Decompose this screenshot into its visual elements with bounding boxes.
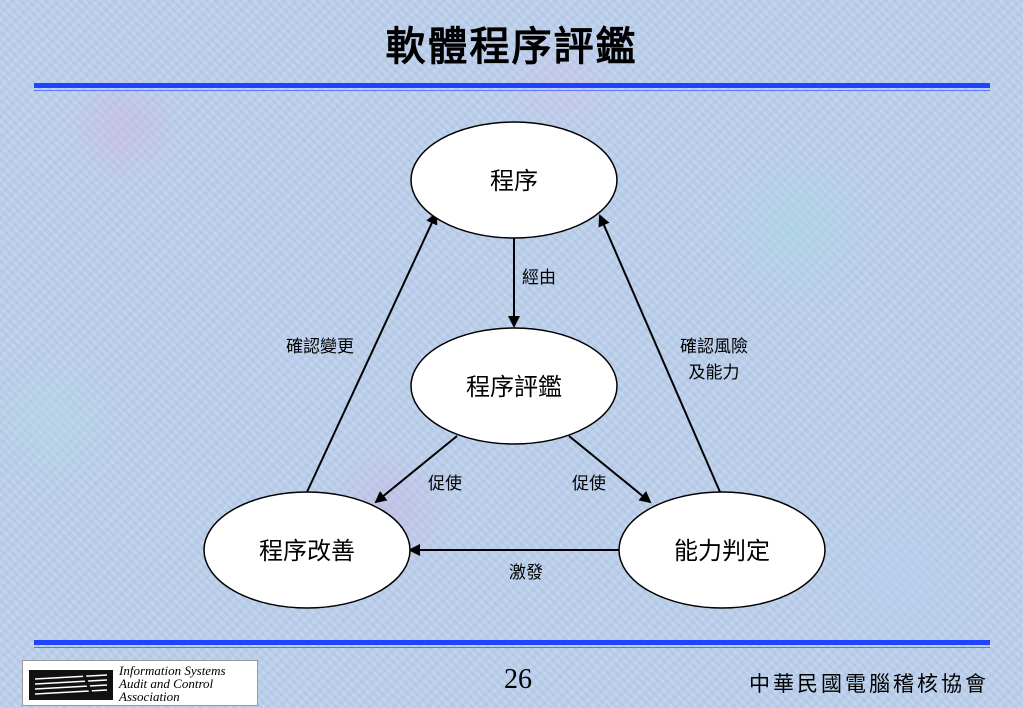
node-process-label: 程序 [490, 167, 538, 195]
logo-line-3: Association [119, 689, 180, 704]
label-prompt-right: 促使 [572, 473, 606, 494]
isaca-mark-icon [29, 670, 113, 700]
arrow-assessment-to-improvement [374, 435, 458, 504]
page-number: 26 [504, 664, 532, 695]
node-capability: 能力判定 [618, 491, 826, 609]
node-capability-label: 能力判定 [674, 537, 770, 565]
label-motivate: 激發 [509, 563, 543, 583]
node-improvement-label: 程序改善 [259, 537, 355, 565]
node-assessment-label: 程序評鑑 [466, 373, 562, 401]
label-via: 經由 [522, 268, 556, 288]
slide-title: 軟體程序評鑑 [385, 23, 638, 70]
isaca-wordmark: Information Systems Audit and Control As… [119, 664, 226, 703]
node-process: 程序 [410, 121, 618, 239]
label-confirm-change: 確認變更 [286, 337, 354, 357]
isaca-logo: Information Systems Audit and Control As… [22, 660, 258, 706]
bottom-divider [34, 640, 990, 648]
arrow-improvement-to-process [306, 212, 438, 493]
top-divider [34, 83, 990, 91]
arrow-assessment-to-capability [568, 435, 652, 504]
logo-line-1: Information Systems [119, 663, 226, 678]
logo-line-2: Audit and Control [119, 676, 214, 691]
organization-name: 中華民國電腦稽核協會 [749, 672, 989, 696]
label-confirm-risk-line1: 確認風險 [680, 337, 748, 357]
label-prompt-left: 促使 [428, 473, 462, 494]
label-confirm-risk-line2: 及能力 [689, 363, 740, 383]
node-improvement: 程序改善 [203, 491, 411, 609]
arrow-capability-to-process [598, 214, 721, 493]
node-assessment: 程序評鑑 [410, 327, 618, 445]
